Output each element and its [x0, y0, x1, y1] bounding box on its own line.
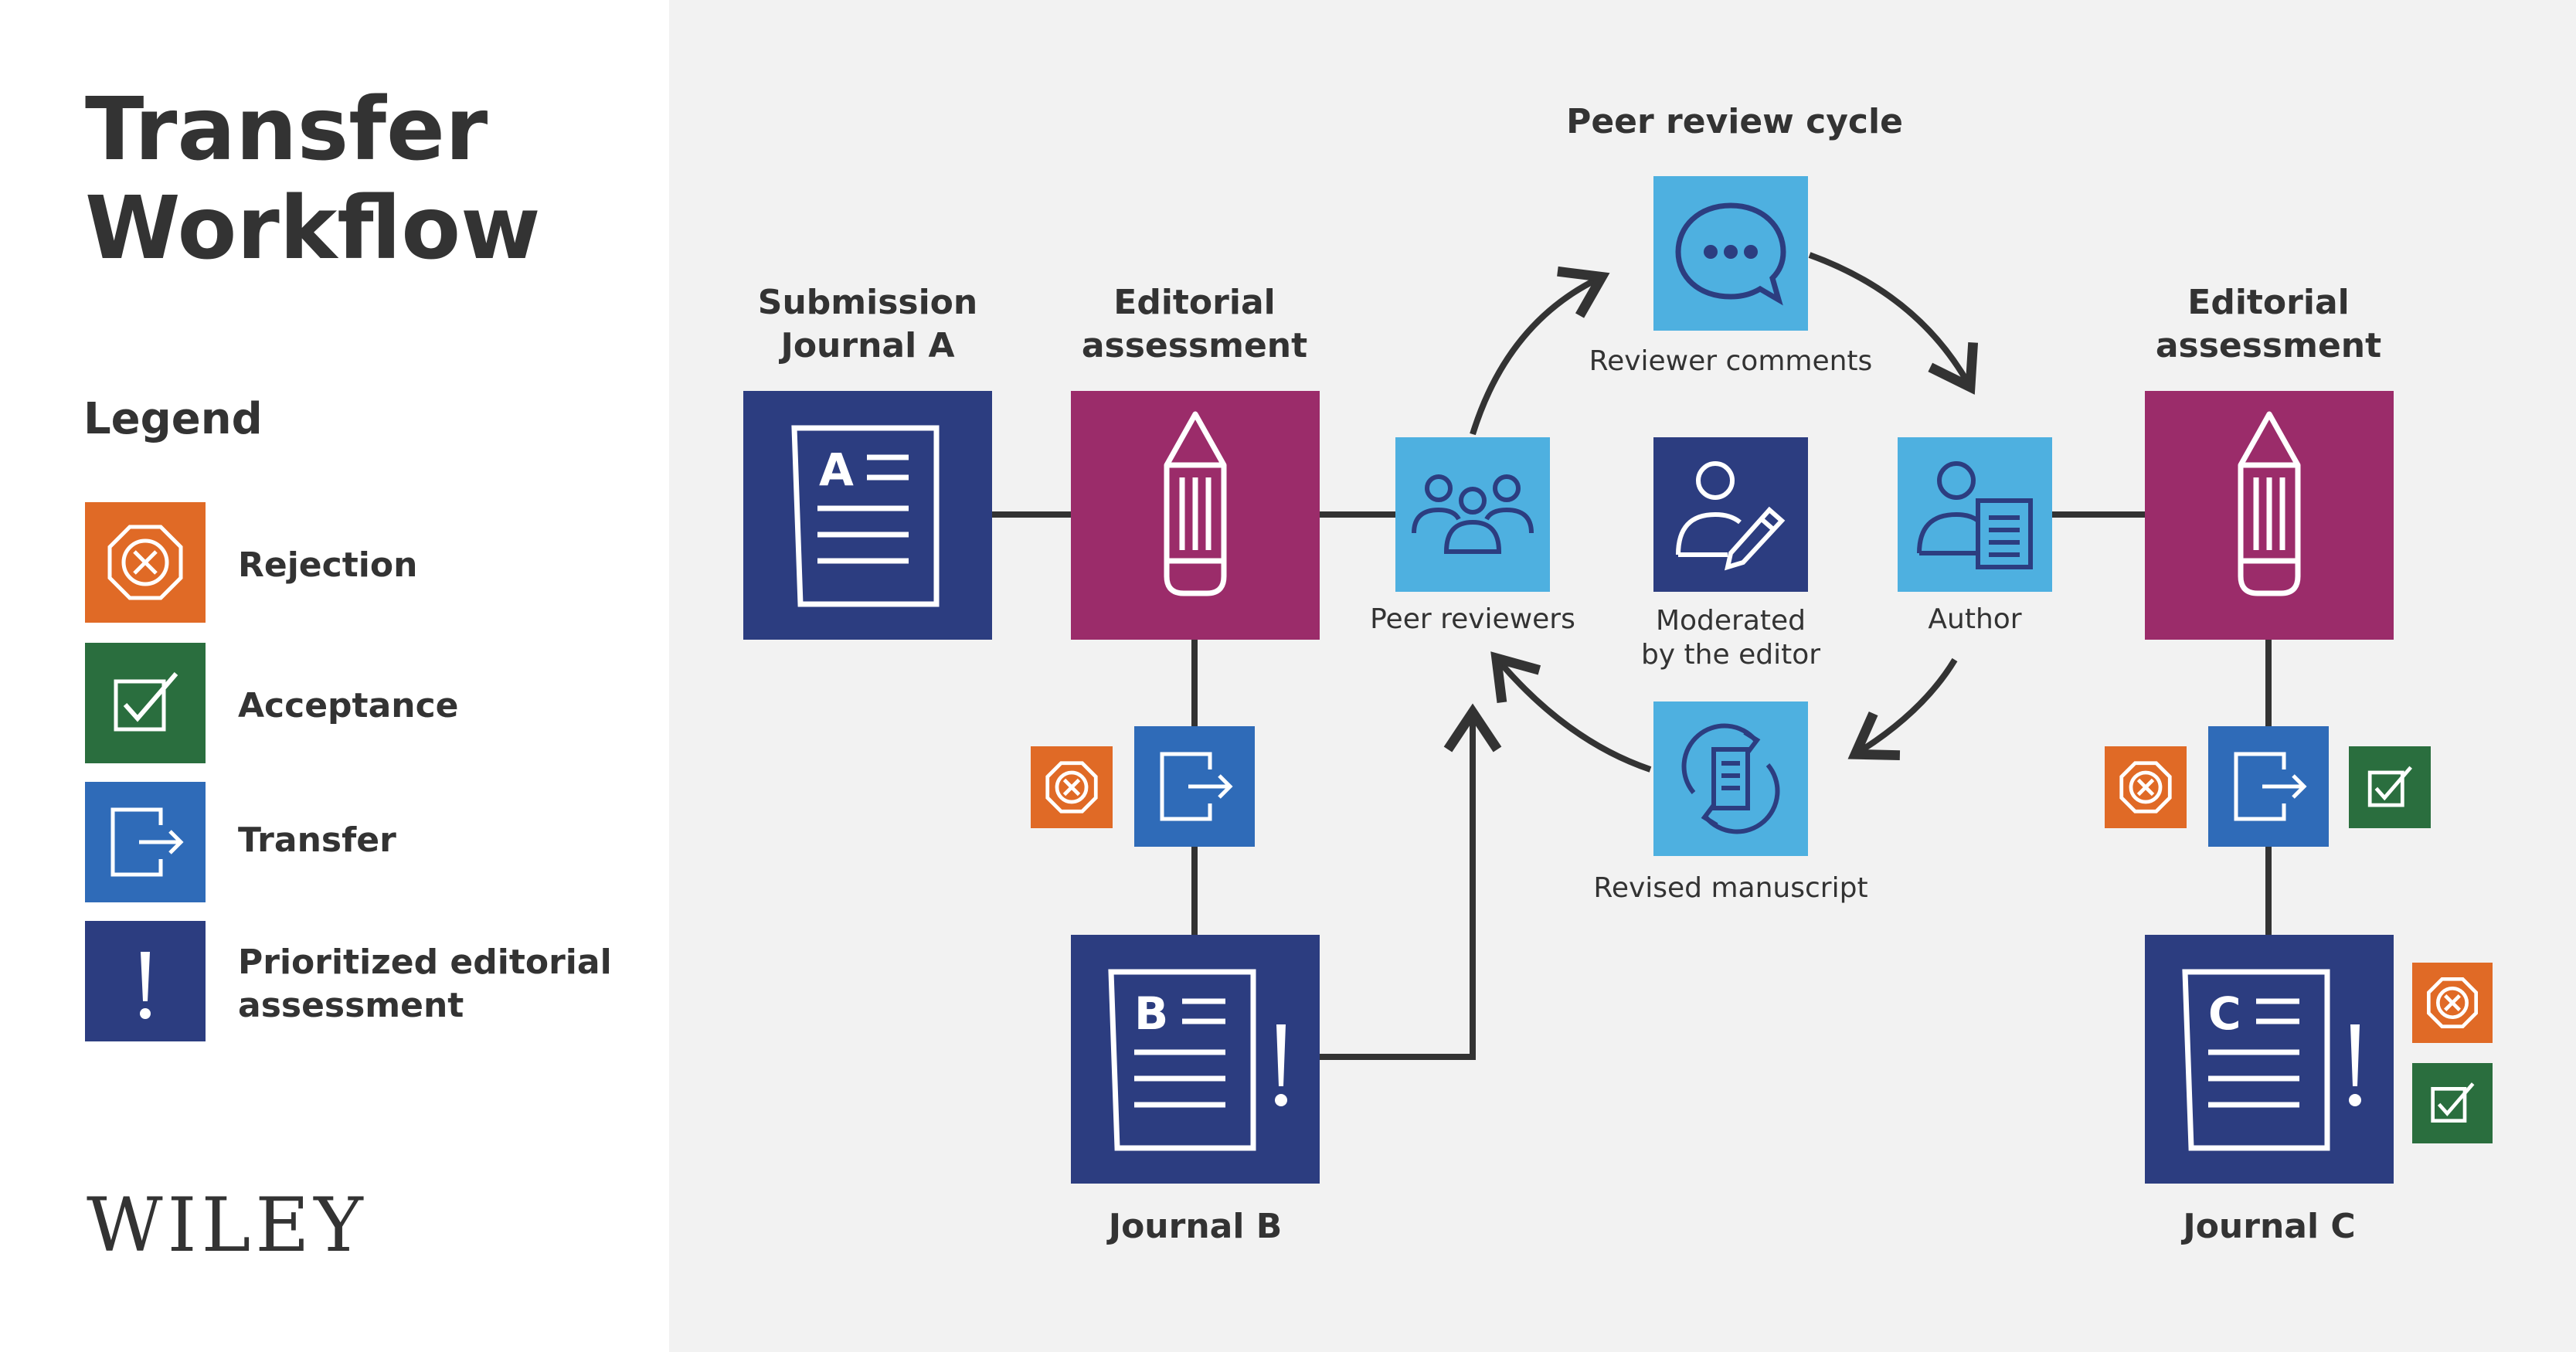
revised-manuscript-box — [1653, 701, 1808, 856]
author-box — [1898, 437, 2052, 592]
acceptance-right-box — [2349, 746, 2431, 828]
acceptance-journal-c-box — [2412, 1063, 2493, 1143]
editorial-assessment-left-box — [1071, 391, 1320, 640]
author-label: Author — [1928, 603, 2022, 635]
editorial-right-line-2: assessment — [2155, 326, 2382, 365]
moderated-line-2: by the editor — [1640, 639, 1821, 671]
page-title: Transfer Workflow — [85, 80, 541, 278]
legend-rejection-icon — [85, 502, 206, 623]
rejection-journal-c-box — [2412, 963, 2493, 1043]
arrow-reviewers-to-comments — [1470, 266, 1610, 436]
journal-c-label: Journal C — [2183, 1207, 2356, 1246]
editorial-left-line-2: assessment — [1081, 326, 1308, 365]
rejection-icon — [2119, 761, 2172, 814]
arrow-journal-b-to-reviewers — [1318, 703, 1502, 1060]
doc-a-letter: A — [819, 443, 854, 496]
title-line-1: Transfer — [85, 80, 488, 180]
peer-reviewers-label: Peer reviewers — [1370, 603, 1575, 635]
editorial-left-line-1: Editorial — [1113, 283, 1276, 322]
editorial-assessment-right-label: Editorial assessment — [2125, 281, 2412, 368]
reviewer-comments-box — [1653, 176, 1808, 331]
submission-line-1: Submission — [757, 283, 978, 322]
rejection-icon — [1045, 761, 1098, 814]
rejection-left-box — [1031, 746, 1113, 828]
sidebar: Transfer Workflow Legend Rejection Accep… — [0, 0, 669, 1352]
transfer-icon — [1160, 752, 1233, 821]
rejection-right-box — [2105, 746, 2187, 828]
people-group-icon — [1412, 474, 1534, 554]
transfer-left-box — [1134, 726, 1255, 847]
journal-b-label: Journal B — [1108, 1207, 1283, 1246]
reviewer-comments-label: Reviewer comments — [1589, 345, 1873, 377]
transfer-icon — [2234, 752, 2307, 821]
arrow-revised-to-reviewers — [1490, 651, 1652, 773]
legend-transfer-label: Transfer — [238, 820, 396, 860]
submission-journal-a-label: Submission Journal A — [723, 281, 1012, 368]
submission-journal-a-box: A — [743, 391, 992, 640]
speech-bubble-icon — [1675, 202, 1786, 306]
pencil-icon — [1164, 411, 1227, 596]
pencil-icon — [2238, 411, 2301, 596]
legend-transfer-icon — [85, 782, 206, 902]
legend-acceptance-label: Acceptance — [238, 686, 459, 725]
editorial-assessment-right-box — [2145, 391, 2394, 640]
legend-rejection-label: Rejection — [238, 545, 418, 585]
title-line-2: Workflow — [85, 178, 541, 279]
legend-title: Legend — [83, 394, 263, 444]
arrow-author-to-revised — [1847, 657, 1958, 760]
doc-b-letter: B — [1134, 987, 1168, 1040]
moderated-by-editor-box — [1653, 437, 1808, 592]
peer-reviewers-box — [1395, 437, 1550, 592]
moderated-line-1: Moderated — [1655, 605, 1806, 637]
revision-cycle-icon — [1681, 723, 1780, 834]
author-document-icon — [1917, 461, 2033, 569]
legend-priority-icon — [85, 921, 206, 1041]
legend-acceptance-icon — [85, 643, 206, 763]
journal-c-box: C — [2145, 935, 2394, 1184]
wiley-logo: WILEY — [87, 1182, 368, 1269]
arrow-comments-to-author — [1808, 252, 1979, 395]
editorial-right-line-1: Editorial — [2187, 283, 2350, 322]
editorial-assessment-left-label: Editorial assessment — [1051, 281, 1338, 368]
acceptance-icon — [2367, 766, 2412, 807]
rejection-icon — [2427, 977, 2478, 1028]
journal-b-box: B — [1071, 935, 1320, 1184]
revised-manuscript-label: Revised manuscript — [1593, 872, 1868, 904]
transfer-right-box — [2208, 726, 2329, 847]
legend-priority-label: Prioritized editorial assessment — [238, 943, 612, 1025]
peer-review-cycle-label: Peer review cycle — [1566, 102, 1903, 141]
moderated-label: Moderated by the editor — [1592, 604, 1870, 672]
editor-pencil-icon — [1676, 461, 1786, 571]
connector-layer — [991, 252, 2272, 1060]
acceptance-icon — [2431, 1082, 2475, 1123]
submission-line-2: Journal A — [780, 326, 955, 365]
doc-c-letter: C — [2208, 987, 2241, 1040]
